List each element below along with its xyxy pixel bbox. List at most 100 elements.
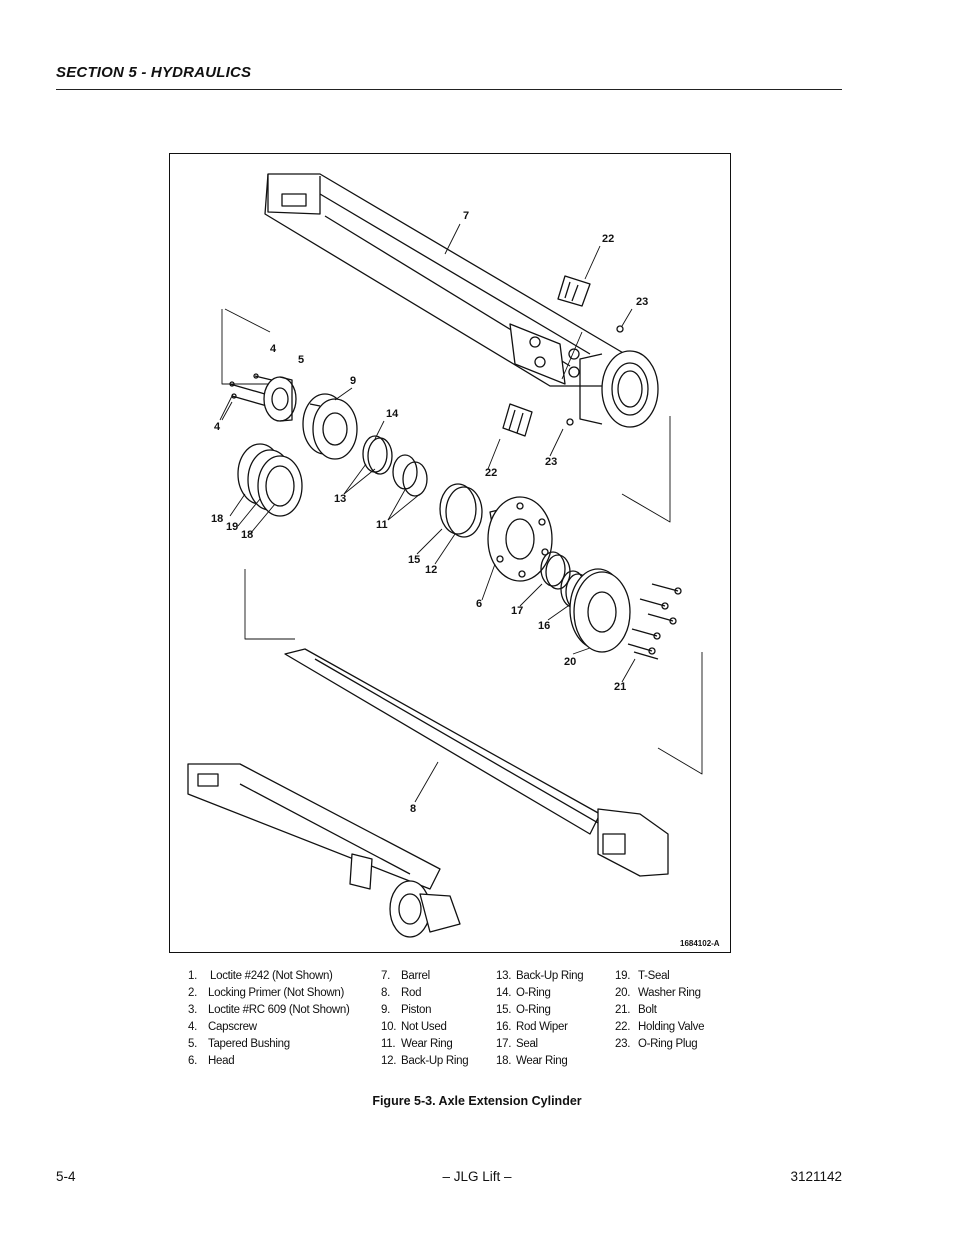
head — [487, 496, 553, 582]
callout: 22 — [602, 233, 614, 245]
legend-label: Loctite #242 (Not Shown) — [210, 970, 333, 982]
holding-valve-upper — [557, 275, 591, 307]
callout: 20 — [564, 656, 576, 668]
footer-center-text: – JLG Lift – — [442, 1169, 512, 1184]
section-title: SECTION 5 - HYDRAULICS — [56, 64, 252, 81]
legend-label: O-Ring Plug — [638, 1038, 698, 1050]
legend-item: 4.Capscrew — [188, 1019, 349, 1036]
legend-column-2: 7.Barrel 8.Rod 9. Piston 10. Not Used 11. W… — [381, 968, 469, 1070]
legend-number: 16. — [496, 1021, 512, 1033]
drawing-id: 1684102-A — [680, 939, 720, 948]
legend-label: Head — [208, 1055, 235, 1067]
legend-item: 21. Bolt — [615, 1002, 704, 1019]
legend-number: 11. — [381, 1038, 396, 1050]
legend-item: 17.Seal — [496, 1036, 583, 1053]
exploded-view-drawing: 7 22 23 4 5 9 14 4 13 11 22 23 18 19 18 … — [187, 173, 720, 948]
barrel-part — [264, 173, 659, 428]
legend-label: Rod Wiper — [516, 1021, 568, 1033]
legend-item: 5.Tapered Bushing — [188, 1036, 349, 1053]
callout: 21 — [614, 681, 626, 693]
legend-number: 18. — [496, 1055, 512, 1067]
assembled-cylinder — [187, 763, 461, 938]
legend-item: 7.Barrel — [381, 968, 468, 985]
rod — [284, 648, 669, 877]
seal-17 — [540, 551, 566, 587]
figure-caption: Figure 5-3. Axle Extension Cylinder — [372, 1094, 582, 1108]
legend-item: 20. Washer Ring — [615, 985, 704, 1002]
legend-number: 14. — [496, 987, 512, 999]
legend-column-1: 1. Loctite #242 (Not Shown) 2.Locking Pri… — [188, 968, 350, 1070]
callout: 23 — [636, 296, 648, 308]
legend-item: 2.Locking Primer (Not Shown) — [188, 985, 349, 1002]
legend-number: 8. — [381, 987, 390, 999]
legend-label: O-Ring — [516, 1004, 551, 1016]
callout: 4 — [270, 343, 277, 355]
callout: 23 — [545, 456, 557, 468]
callout: 5 — [298, 354, 304, 366]
callout: 18 — [241, 529, 253, 541]
legend-label: Washer Ring — [638, 987, 701, 999]
legend-number: 6. — [188, 1055, 197, 1067]
bolt-set — [627, 583, 682, 660]
legend-label: Piston — [401, 1004, 432, 1016]
callout: 14 — [386, 408, 399, 420]
callout: 12 — [425, 564, 437, 576]
legend-item: 10. Not Used — [381, 1019, 468, 1036]
legend-number: 2. — [188, 987, 197, 999]
piston — [302, 393, 358, 460]
o-ring-plug-lower — [566, 418, 574, 426]
callout: 7 — [463, 210, 469, 222]
legend-column-3: 13.Back-Up Ring 14.O-Ring 15.O-Ring 16.R… — [496, 968, 584, 1070]
legend-item: 8.Rod — [381, 985, 468, 1002]
legend-item: 12. Back-Up Ring — [381, 1053, 469, 1070]
callout: 16 — [538, 620, 550, 632]
legend-label: T-Seal — [638, 970, 670, 982]
legend-label: Barrel — [401, 970, 430, 982]
legend-number: 4. — [188, 1021, 197, 1033]
washer-ring — [569, 568, 631, 653]
legend-label: Loctite #RC 609 (Not Shown) — [208, 1004, 350, 1016]
legend-item: 9. Piston — [381, 1002, 468, 1019]
legend-item: 15. O-Ring — [496, 1002, 583, 1019]
legend-number: 5. — [188, 1038, 197, 1050]
legend-label: Wear Ring — [401, 1038, 453, 1050]
legend-label: Back-Up Ring — [401, 1055, 469, 1067]
legend-number: 9. — [381, 1004, 390, 1016]
legend-item: 19.T-Seal — [615, 968, 704, 985]
legend-label: Seal — [516, 1038, 538, 1050]
legend-number: 12. — [381, 1055, 397, 1067]
callout: 15 — [408, 554, 420, 566]
callout: 17 — [511, 605, 523, 617]
o-ring-14 — [362, 435, 388, 473]
legend-item: 22.Holding Valve — [615, 1019, 705, 1036]
legend-item: 3.Loctite #RC 609 (Not Shown) — [188, 1002, 350, 1019]
page-number: 5-4 — [56, 1169, 76, 1184]
figure-frame: 7 22 23 4 5 9 14 4 13 11 22 23 18 19 18 … — [169, 153, 731, 953]
o-ring-plug-upper — [616, 325, 624, 333]
tapered-bushing — [263, 376, 297, 422]
legend-item: 18. Wear Ring — [496, 1053, 583, 1070]
doc-number: 3121142 — [790, 1169, 842, 1184]
callout: 4 — [214, 421, 221, 433]
wear-ring-tseal-group — [237, 443, 303, 517]
legend-number: 10. — [381, 1021, 397, 1033]
wear-ring-11a — [392, 454, 418, 490]
legend-item: 11. Wear Ring — [381, 1036, 468, 1053]
legend-item: 16. Rod Wiper — [496, 1019, 583, 1036]
legend-label: Wear Ring — [516, 1055, 568, 1067]
legend-label: Bolt — [638, 1004, 657, 1016]
legend-label: Holding Valve — [638, 1021, 705, 1033]
wear-ring-11b — [402, 461, 428, 497]
legend-number: 15. — [496, 1004, 512, 1016]
backup-ring-13 — [367, 437, 393, 475]
legend-label: Not Used — [401, 1021, 447, 1033]
legend-item: 1. Loctite #242 (Not Shown) — [188, 968, 349, 985]
callout: 11 — [376, 519, 388, 531]
callout: 6 — [476, 598, 482, 610]
callout: 9 — [350, 375, 356, 387]
legend-number: 21. — [615, 1004, 631, 1016]
legend-number: 1. — [188, 970, 197, 982]
callout: 13 — [334, 493, 346, 505]
legend-number: 20. — [615, 987, 631, 999]
legend-label: Back-Up Ring — [516, 970, 584, 982]
